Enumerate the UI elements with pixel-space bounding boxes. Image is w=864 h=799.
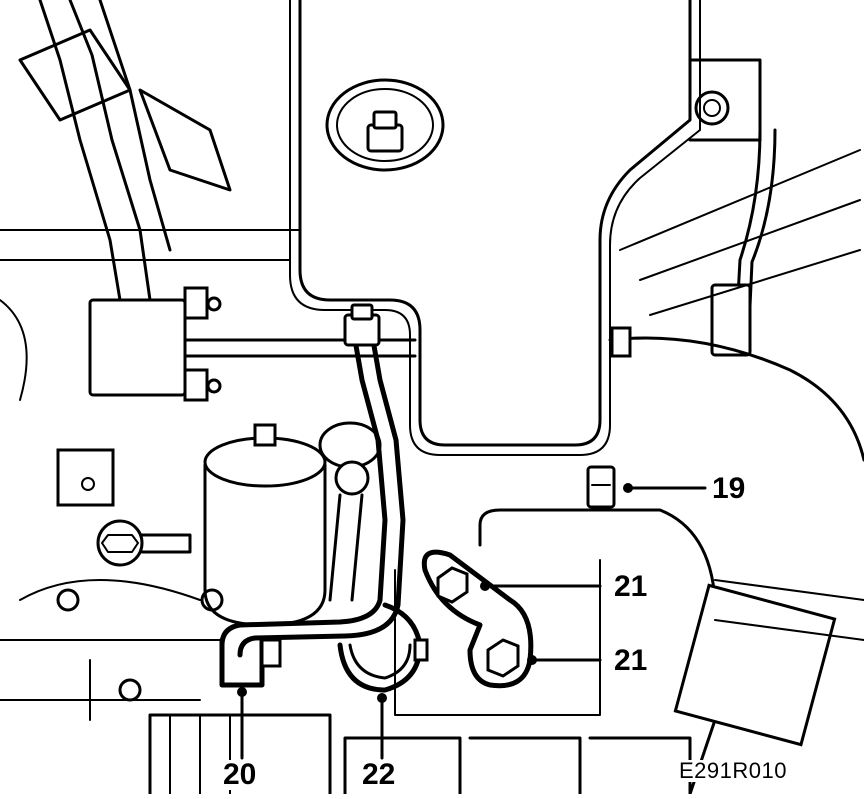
callout-21-upper: 21 [612, 570, 650, 603]
lower-left-bolt [96, 519, 144, 567]
drain-plug-boss [325, 78, 445, 172]
bracket-21 [421, 549, 534, 689]
callout-20: 20 [221, 758, 259, 791]
fastener-19 [586, 465, 616, 509]
leader-21-upper [480, 581, 602, 591]
crossmember [183, 338, 417, 358]
bolt-21-upper [436, 566, 469, 604]
oil-sump-outline [298, 0, 692, 447]
lower-housing [148, 713, 332, 796]
leader-19 [623, 483, 707, 493]
callout-22: 22 [360, 758, 398, 791]
top-right-bolt [694, 90, 730, 126]
leader-20 [237, 687, 247, 760]
mounting-block [88, 298, 187, 397]
right-side-pipe [733, 128, 762, 352]
sensor-lead [219, 337, 388, 648]
bolt-21-lower [486, 638, 520, 678]
leader-21-lower [527, 655, 602, 665]
clip-22 [337, 602, 423, 693]
right-connector [710, 283, 752, 357]
callout-19: 19 [710, 472, 748, 505]
sensor-body [318, 421, 382, 469]
figure-id: E291R010 [677, 758, 789, 783]
leader-22 [377, 693, 387, 760]
oil-sump-inner [289, 0, 701, 456]
callout-21-lower: 21 [612, 644, 650, 677]
